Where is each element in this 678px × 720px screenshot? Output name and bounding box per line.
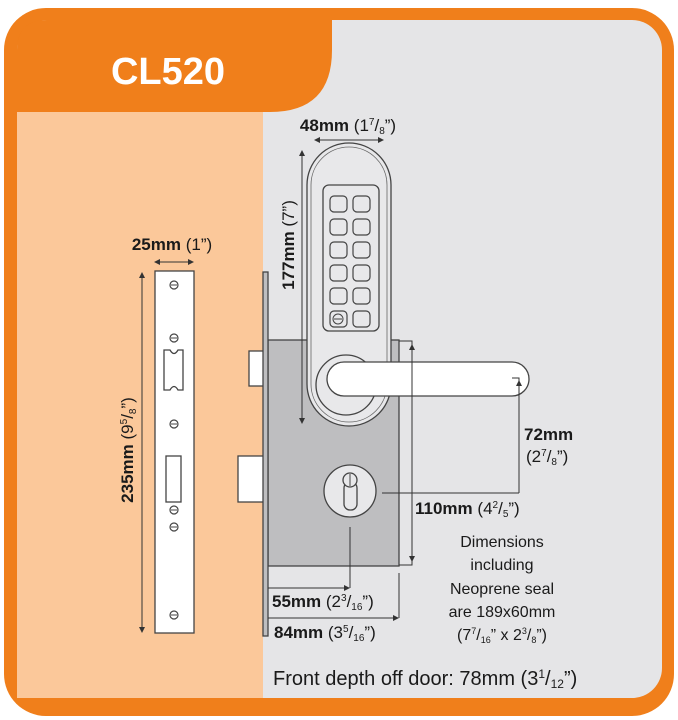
strike-height-label: 235mm (95/8”) <box>118 397 139 503</box>
seal-note: Dimensions including Neoprene seal are 1… <box>449 534 556 645</box>
keypad-height-label: 177mm (7”) <box>279 200 298 290</box>
svg-text:Dimensions: Dimensions <box>460 534 544 551</box>
strike-plate <box>154 270 195 634</box>
case-height-label: 110mm (42/5”) <box>415 499 520 520</box>
left-panel <box>17 100 263 698</box>
keypad-width-label: 48mm (17/8”) <box>300 116 396 137</box>
lever <box>326 361 530 397</box>
product-title: CL520 <box>111 51 225 93</box>
backset-label: 55mm (23/16”) <box>272 592 374 613</box>
cylinder <box>323 464 377 518</box>
svg-text:are 189x60mm: are 189x60mm <box>449 604 556 621</box>
front-depth-label: Front depth off door: 78mm (31/12”) <box>273 667 577 691</box>
case-depth-label: 84mm (35/16”) <box>274 623 376 644</box>
svg-text:(77/16” x 23/8”): (77/16” x 23/8”) <box>457 626 547 645</box>
strike-width-label: 25mm (1”) <box>132 235 212 254</box>
reset-icon <box>332 313 344 325</box>
lever-to-cylinder-label: 72mm(27/8”) <box>524 425 573 468</box>
svg-text:including: including <box>470 557 533 574</box>
svg-text:Neoprene seal: Neoprene seal <box>450 581 554 598</box>
title-tab <box>17 20 332 112</box>
keypad-handle <box>306 142 530 427</box>
